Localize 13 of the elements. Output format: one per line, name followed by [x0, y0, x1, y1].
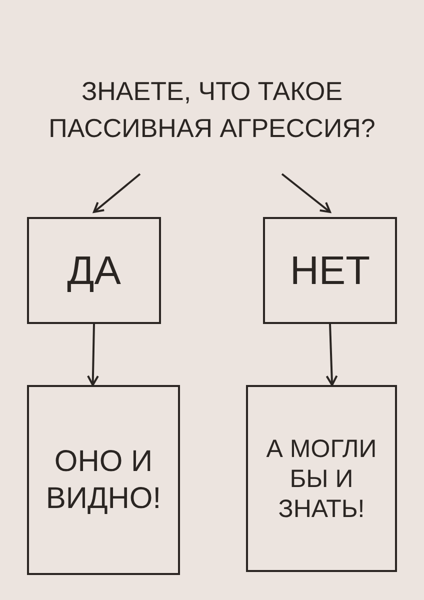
answer-box — [27, 217, 161, 324]
arrow — [281, 173, 331, 213]
box-label: ОНО И ВИДНО! — [44, 444, 162, 517]
box-label: А МОГЛИ БЫ И ЗНАТЬ! — [265, 434, 378, 524]
arrow — [326, 324, 338, 386]
box-label: ДА — [67, 248, 121, 292]
result-box — [246, 385, 397, 572]
result-box — [27, 385, 180, 575]
arrow — [93, 173, 141, 213]
box-label: НЕТ — [290, 248, 370, 292]
answer-box — [263, 217, 397, 324]
arrow — [86, 324, 99, 386]
question-text: ЗНАЕТЕ, ЧТО ТАКОЕ ПАССИВНАЯ АГРЕССИЯ? — [48, 75, 376, 145]
